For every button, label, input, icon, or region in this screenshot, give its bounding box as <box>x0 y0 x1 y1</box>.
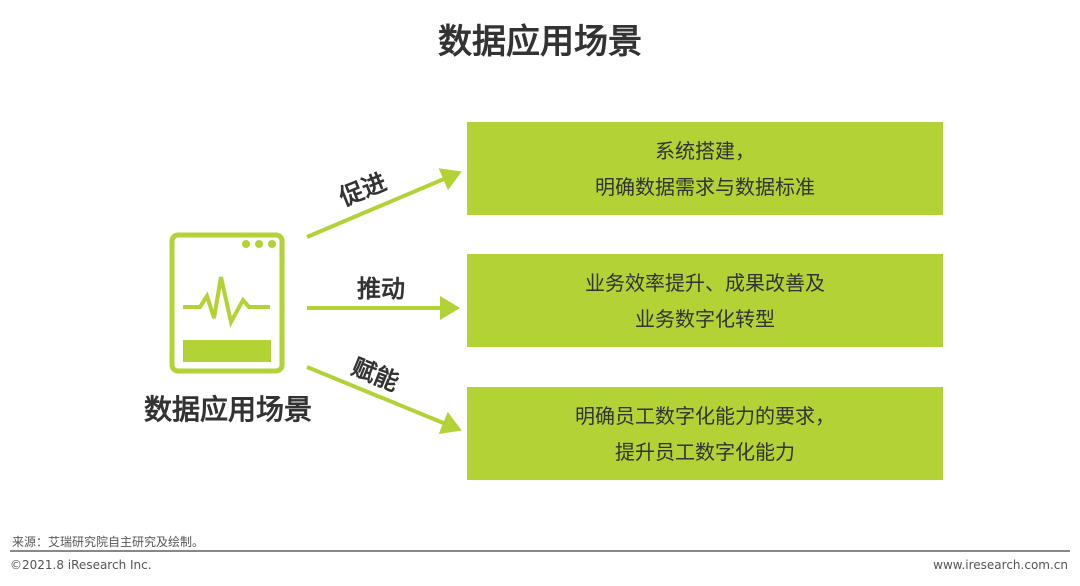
box-line: 明确数据需求与数据标准 <box>595 174 815 199</box>
scenario-box-1: 系统搭建， 明确数据需求与数据标准 <box>467 122 943 215</box>
monitor-icon <box>169 232 285 374</box>
box-line: 业务效率提升、成果改善及 <box>585 270 825 295</box>
center-label: 数据应用场景 <box>143 393 312 426</box>
arrow-promote <box>306 168 462 239</box>
arrow-empower <box>306 365 462 435</box>
box-line: 提升员工数字化能力 <box>615 439 795 464</box>
page-title: 数据应用场景 <box>438 22 642 62</box>
scenario-box-3: 明确员工数字化能力的要求， 提升员工数字化能力 <box>467 387 943 480</box>
copyright: ©2021.8 iResearch Inc. <box>10 558 152 572</box>
website-link: www.iresearch.com.cn <box>933 558 1068 572</box>
source-note: 来源：艾瑞研究院自主研究及绘制。 <box>12 535 205 549</box>
arrow-label-drive: 推动 <box>357 275 405 303</box>
box-line: 明确员工数字化能力的要求， <box>575 403 835 428</box>
scenario-box-2: 业务效率提升、成果改善及 业务数字化转型 <box>467 254 943 347</box>
box-line: 业务数字化转型 <box>635 306 775 331</box>
box-line: 系统搭建， <box>655 138 755 163</box>
footer-divider <box>10 550 1070 552</box>
